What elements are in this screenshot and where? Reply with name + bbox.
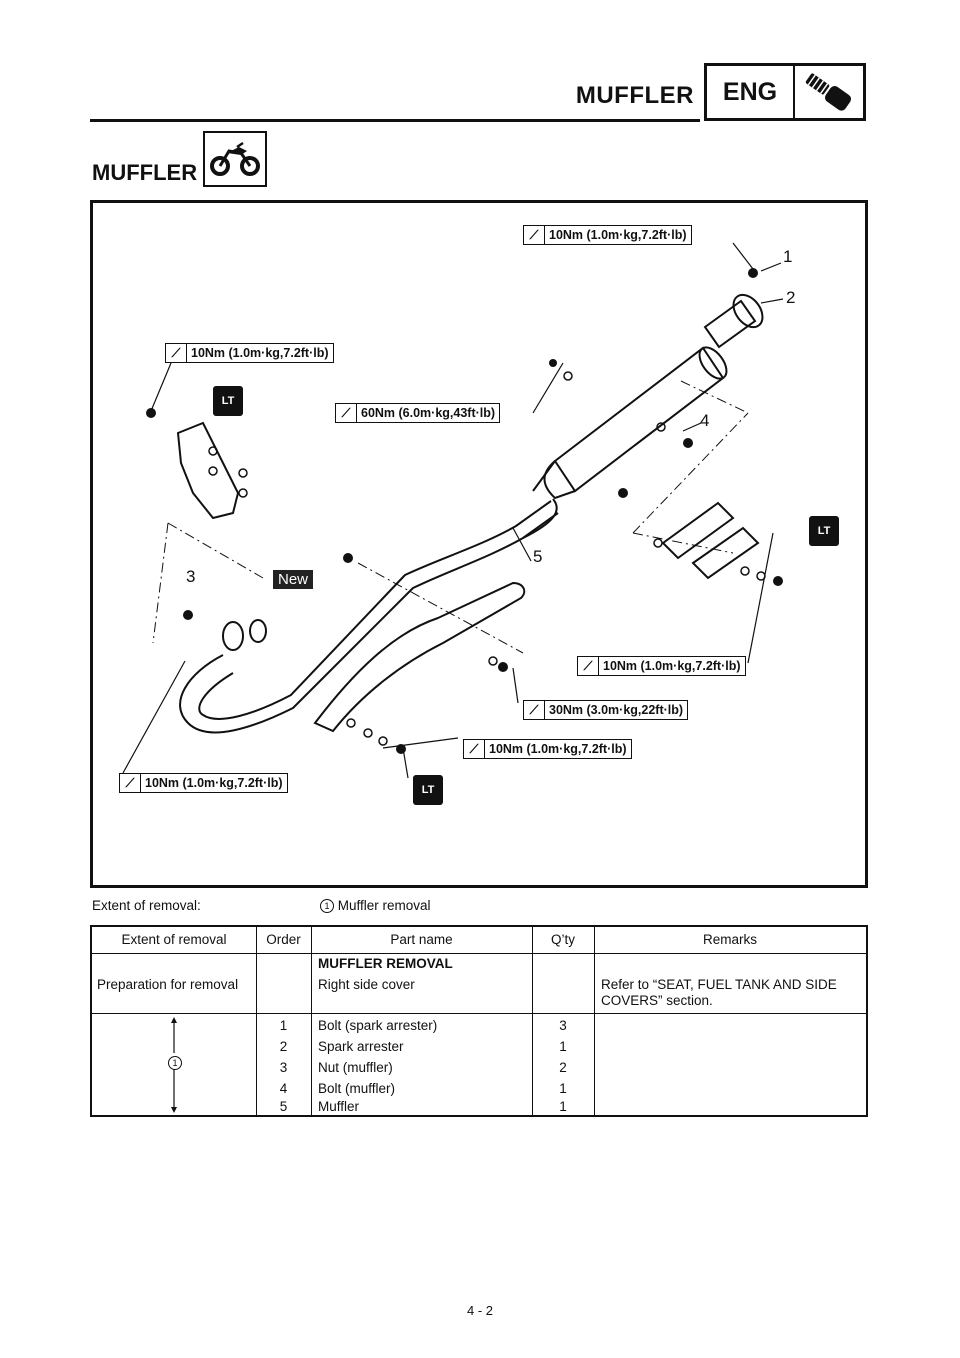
prep-part: Right side cover	[318, 977, 415, 992]
torque-spec-value: 60Nm (6.0m·kg,43ft·lb)	[361, 406, 496, 420]
torque-spec-frame-bolt: ⟋ 10Nm (1.0m·kg,7.2ft·lb)	[463, 739, 632, 759]
extent-value: 1 Muffler removal	[320, 898, 431, 913]
row-part: Bolt (muffler)	[318, 1081, 396, 1096]
torque-spec-frame-nut: ⟋ 30Nm (3.0m·kg,22ft·lb)	[523, 700, 689, 720]
torque-spec-value: 10Nm (1.0m·kg,7.2ft·lb)	[549, 228, 687, 242]
part-number-2: 2	[786, 288, 796, 307]
torque-spec-bracket-bolt: ⟋ 10Nm (1.0m·kg,7.2ft·lb)	[577, 656, 746, 676]
eng-badge-label: ENG	[707, 66, 795, 118]
motorcycle-icon	[203, 131, 267, 187]
torque-spec-muffler-nut: ⟋ 60Nm (6.0m·kg,43ft·lb)	[335, 403, 501, 423]
wrench-icon: ⟋	[120, 774, 141, 792]
column-header-qty: Q’ty	[550, 932, 575, 947]
extent-label: Extent of removal:	[92, 898, 201, 913]
section-title: MUFFLER	[92, 160, 198, 185]
extent-value-text: Muffler removal	[337, 898, 431, 913]
row-qty: 1	[559, 1081, 567, 1096]
row-part: Bolt (spark arrester)	[318, 1018, 438, 1033]
extent-marker: 1	[320, 899, 334, 913]
prep-label: Preparation for removal	[97, 977, 239, 992]
torque-spec-exhaust-nut: ⟋ 10Nm (1.0m·kg,7.2ft·lb)	[119, 773, 288, 793]
torque-spec-value: 30Nm (3.0m·kg,22ft·lb)	[549, 703, 684, 717]
wrench-icon: ⟋	[524, 226, 545, 244]
range-marker: 1	[168, 1055, 182, 1070]
row-qty: 3	[559, 1018, 567, 1033]
prep-remarks-line2: COVERS” section.	[601, 993, 713, 1008]
part-number-1: 1	[783, 247, 793, 266]
eng-badge: ENG	[704, 63, 866, 121]
part-number-5: 5	[533, 547, 543, 566]
torque-spec-value: 10Nm (1.0m·kg,7.2ft·lb)	[603, 659, 741, 673]
row-order: 1	[279, 1018, 288, 1033]
wrench-icon: ⟋	[166, 344, 187, 362]
torque-spec-value: 10Nm (1.0m·kg,7.2ft·lb)	[145, 776, 283, 790]
muffler-drawing	[122, 242, 784, 779]
row-part: Nut (muffler)	[318, 1060, 393, 1075]
removal-table: Extent of removal Order Part name Q’ty R…	[90, 925, 868, 1117]
torque-spec-value: 10Nm (1.0m·kg,7.2ft·lb)	[489, 742, 627, 756]
row-order: 3	[279, 1060, 288, 1075]
row-qty: 1	[559, 1039, 567, 1054]
column-header-extent: Extent of removal	[121, 932, 227, 947]
row-order: 4	[279, 1081, 288, 1096]
exploded-diagram: ⟋ 10Nm (1.0m·kg,7.2ft·lb) ⟋ 10Nm (1.0m·k…	[90, 200, 868, 888]
row-qty: 1	[559, 1099, 567, 1114]
row-order: 5	[279, 1099, 288, 1114]
page-number: 4 - 2	[466, 1303, 493, 1318]
torque-spec-heat-guard-bolt: ⟋ 10Nm (1.0m·kg,7.2ft·lb)	[165, 343, 334, 363]
column-header-order: Order	[266, 932, 301, 947]
column-header-part-name: Part name	[390, 932, 453, 947]
wrench-icon: ⟋	[336, 404, 357, 422]
row-order: 2	[279, 1039, 288, 1054]
header-title: MUFFLER	[575, 82, 694, 109]
prep-remarks-line1: Refer to “SEAT, FUEL TANK AND SIDE	[601, 977, 837, 992]
loctite-icon: LT	[413, 775, 443, 805]
new-part-tag: New	[273, 570, 314, 589]
engine-icon	[795, 66, 863, 118]
part-number-4: 4	[700, 411, 710, 430]
wrench-icon: ⟋	[524, 701, 545, 719]
torque-spec-spark-arrester-bolt: ⟋ 10Nm (1.0m·kg,7.2ft·lb)	[523, 225, 692, 245]
wrench-icon: ⟋	[464, 740, 485, 758]
torque-spec-value: 10Nm (1.0m·kg,7.2ft·lb)	[191, 346, 329, 360]
row-qty: 2	[559, 1060, 567, 1075]
row-part: Spark arrester	[318, 1039, 404, 1054]
header-rule	[90, 119, 700, 122]
part-number-3: 3	[186, 567, 196, 586]
section-heading: MUFFLER REMOVAL	[318, 956, 453, 971]
row-part: Muffler	[318, 1099, 360, 1114]
column-header-remarks: Remarks	[702, 932, 757, 947]
loctite-icon: LT	[809, 516, 839, 546]
wrench-icon: ⟋	[578, 657, 599, 675]
loctite-icon: LT	[213, 386, 243, 416]
